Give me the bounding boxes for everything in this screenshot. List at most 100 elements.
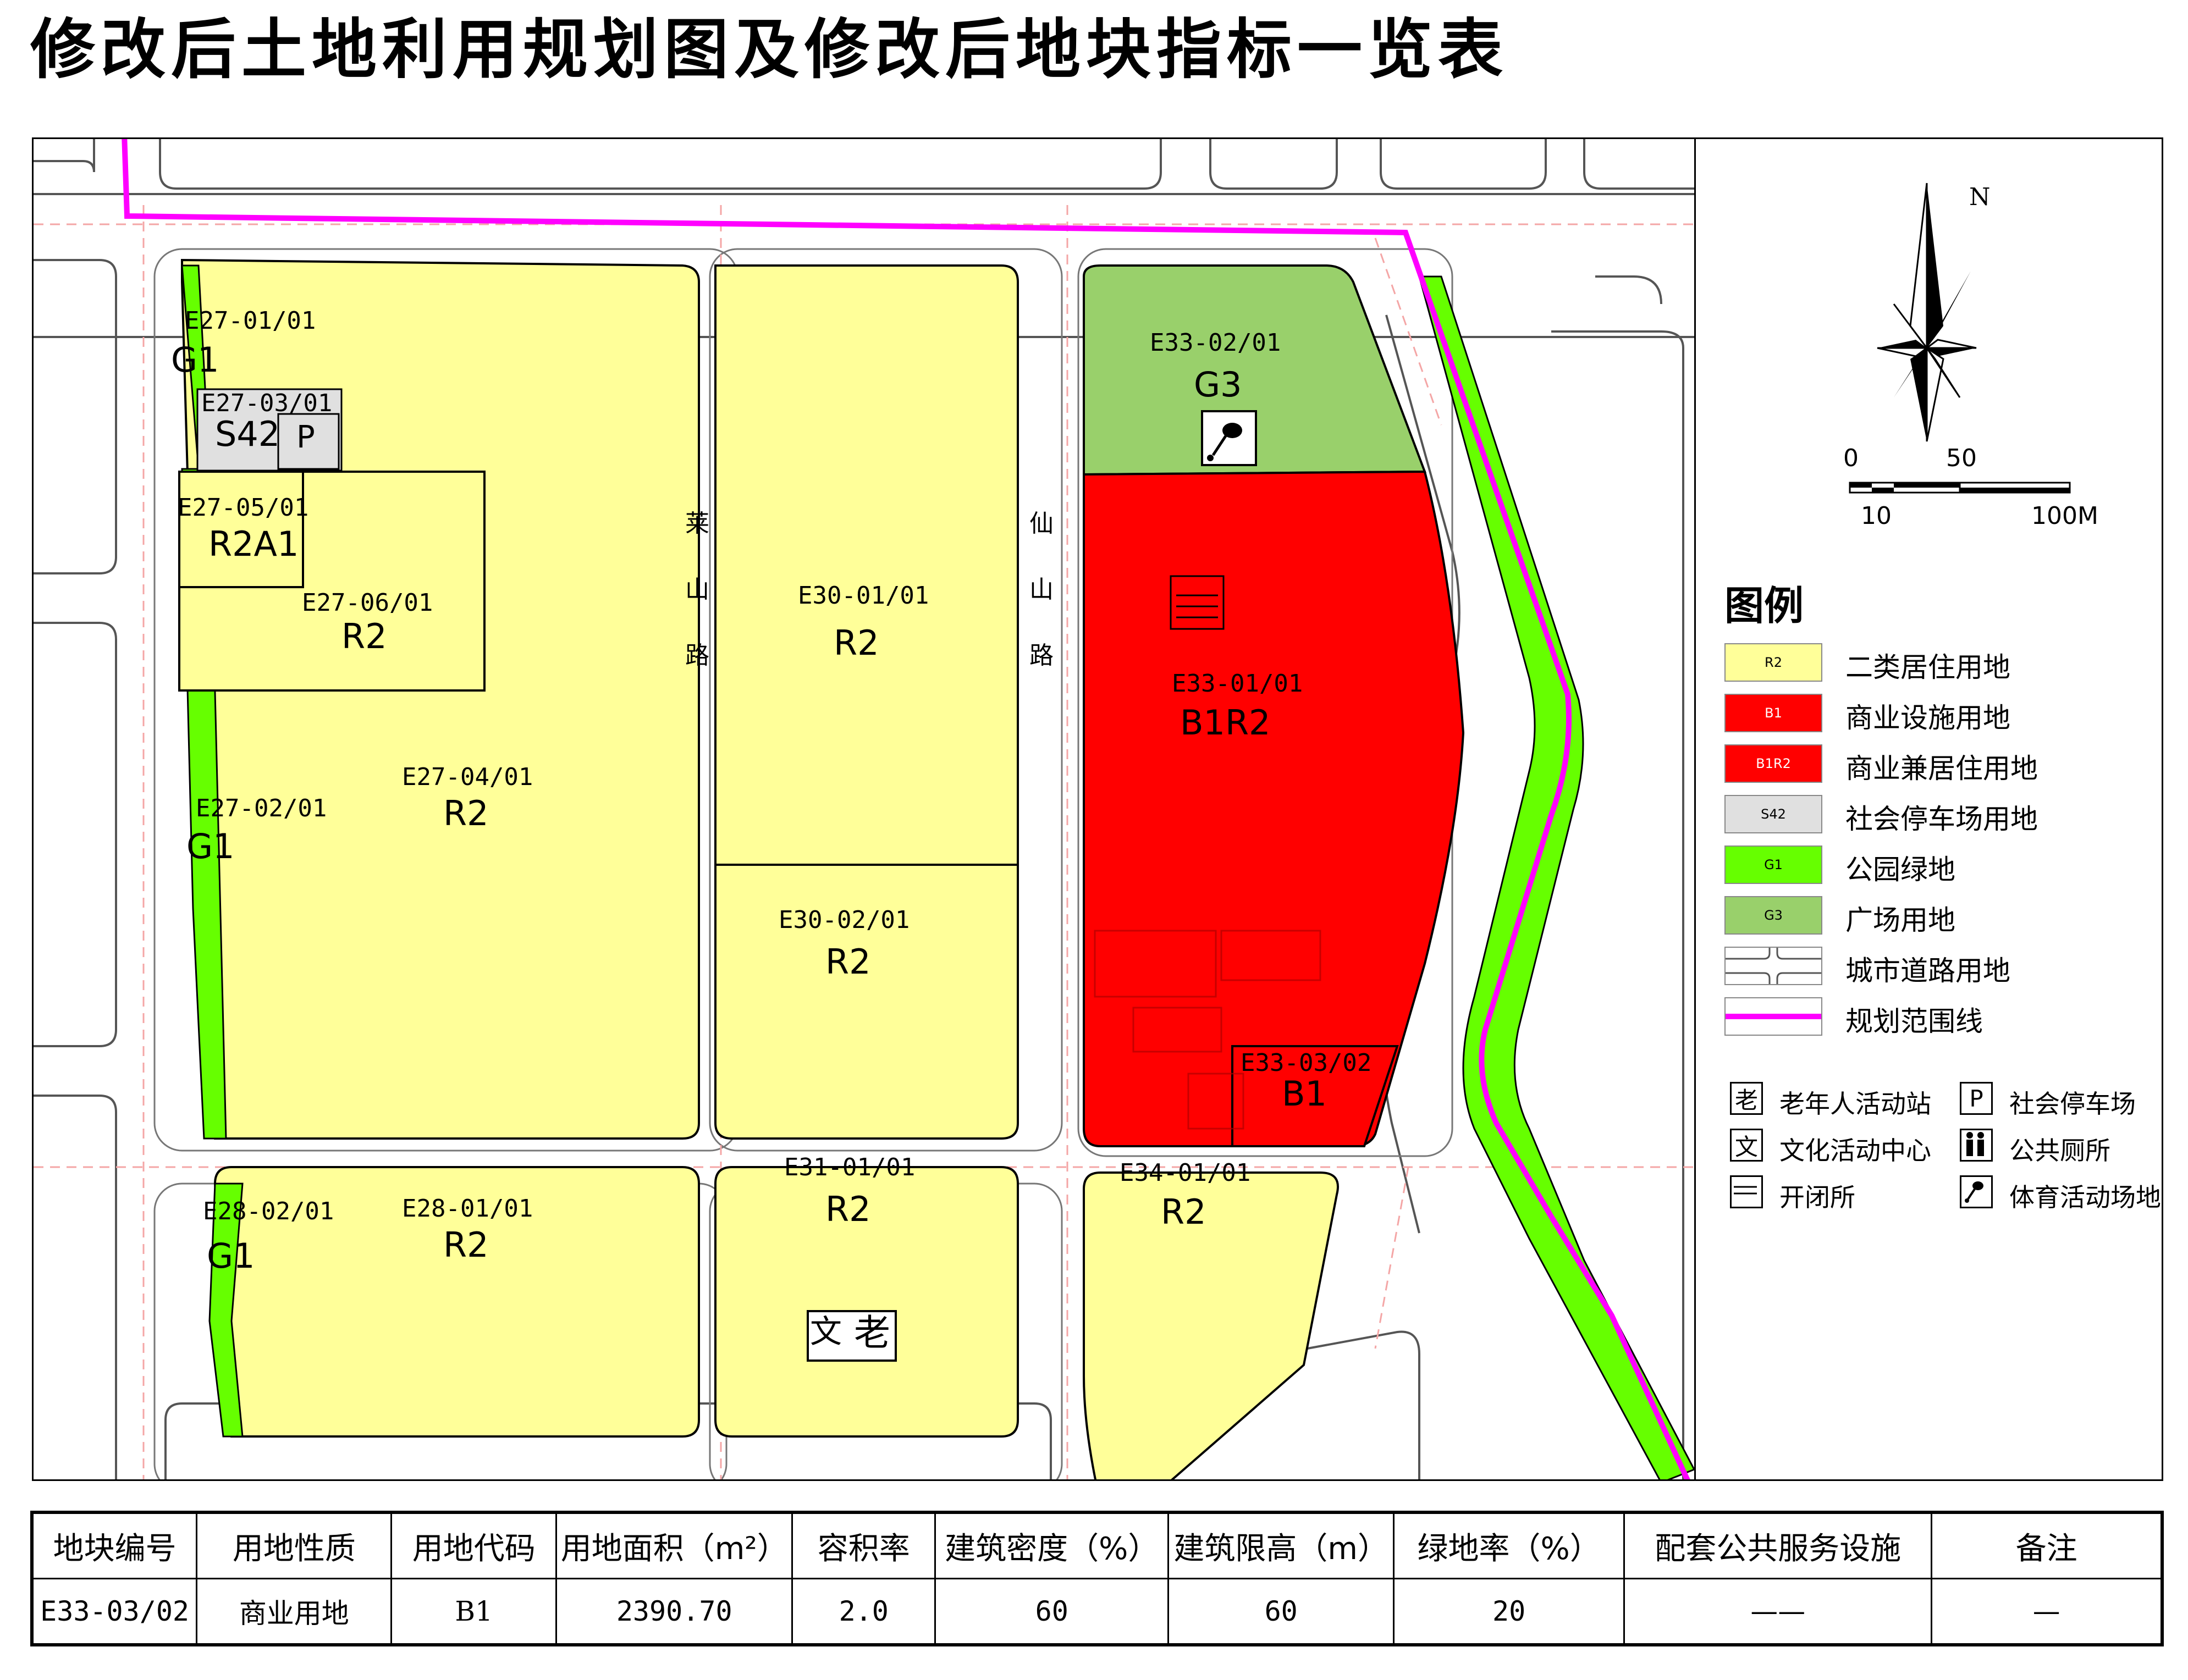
table-cell: B1 xyxy=(390,1578,557,1646)
table-header: 容积率 xyxy=(791,1511,936,1579)
table-cell: E33-03/02 xyxy=(31,1578,198,1646)
parcel-e30-02 xyxy=(714,864,1019,1140)
parcel-e27-03-s42 xyxy=(196,388,343,472)
table-cell: —— xyxy=(1623,1578,1933,1646)
scale-label: 0 xyxy=(1843,444,1859,472)
facility-label: 社会停车场 xyxy=(2009,1089,2136,1119)
restroom-icon xyxy=(1960,1129,1993,1162)
table-header: 建筑密度（%） xyxy=(934,1511,1170,1579)
parcel-id-label: E33-02/01 xyxy=(1150,329,1281,357)
page-title: 修改后土地利用规划图及修改后地块指标一览表 xyxy=(30,12,1509,87)
parcel-e27-05 xyxy=(178,471,304,588)
table-header-row: 地块编号 用地性质 用地代码 用地面积（m²） 容积率 建筑密度（%） 建筑限高… xyxy=(31,1511,2163,1579)
parcel-code-label: G1 xyxy=(186,826,235,866)
parcel-e33-03-b1 xyxy=(1231,1045,1399,1147)
parcel-e31-01 xyxy=(714,1166,1019,1438)
parcel-id-label: E30-02/01 xyxy=(779,906,910,934)
table-cell: 20 xyxy=(1392,1578,1625,1646)
table-header: 备注 xyxy=(1931,1511,2163,1579)
parking-icon: P xyxy=(296,419,315,455)
parcel-code-label: R2A1 xyxy=(208,524,299,564)
sports-field-icon xyxy=(1201,410,1257,466)
parcel-id-label: E27-02/01 xyxy=(196,794,327,822)
parcel-e33-02-g3 xyxy=(1083,264,1426,476)
parcel-code-label: B1 xyxy=(1282,1074,1327,1114)
table-cell: 2.0 xyxy=(791,1578,936,1646)
legend-label: 规划范围线 xyxy=(1845,1005,1983,1037)
parcel-id-label: E28-01/01 xyxy=(402,1195,533,1223)
parcel-id-label: E34-01/01 xyxy=(1120,1159,1251,1187)
facility-label: 文化活动中心 xyxy=(1779,1136,1931,1165)
parcel-id-label: E27-01/01 xyxy=(185,307,316,335)
legend-panel: N 0 50 10 100M 图例 R2 二类居住用地 B1 商业设施用地 B1… xyxy=(1694,139,2162,1479)
parcel-g1-strip-3 xyxy=(208,1182,244,1438)
legend-label: 社会停车场用地 xyxy=(1845,803,2038,835)
parcel-code-label: G1 xyxy=(207,1236,255,1276)
table-header: 用地面积（m²） xyxy=(555,1511,793,1579)
legend-swatch: B1 xyxy=(1724,694,1822,732)
road-name-xianshan: 仙山路 xyxy=(1029,510,1054,670)
table-cell: 60 xyxy=(934,1578,1170,1646)
table-header: 用地性质 xyxy=(196,1511,393,1579)
parcel-e30-01 xyxy=(714,264,1019,866)
parcel-id-label: E33-03/02 xyxy=(1241,1049,1372,1077)
parcel-id-label: E27-03/01 xyxy=(201,389,333,417)
table-row: E33-03/02 商业用地 B1 2390.70 2.0 60 60 20 —… xyxy=(31,1578,2163,1646)
culture-center-icon: 文 xyxy=(810,1313,842,1350)
facility-label: 老年人活动站 xyxy=(1779,1089,1931,1119)
facility-label: 公共厕所 xyxy=(2009,1136,2110,1165)
switching-station-icon xyxy=(1170,575,1225,630)
parcel-id-label: E33-01/01 xyxy=(1172,670,1303,698)
parcel-e28-01 xyxy=(213,1166,700,1438)
road-name-laishan: 莱山路 xyxy=(685,510,709,670)
scale-bar xyxy=(1849,482,2071,494)
planning-boundary xyxy=(122,139,1690,1479)
parcel-code-label: R2 xyxy=(341,616,387,656)
table-cell: — xyxy=(1931,1578,2163,1646)
table-header: 用地代码 xyxy=(390,1511,557,1579)
senior-center-icon: 老 xyxy=(854,1312,890,1354)
table-cell: 2390.70 xyxy=(555,1578,793,1646)
parcel-code-label: G1 xyxy=(171,340,219,380)
land-use-map: E27-01/01 G1 E27-03/01 S42 P E27-05/01 R… xyxy=(32,137,2163,1481)
parcel-code-label: G3 xyxy=(1194,364,1242,405)
parcel-code-label: R2 xyxy=(443,1225,489,1265)
parking-icon: P xyxy=(1960,1082,1993,1115)
parcel-code-label: R2 xyxy=(443,793,489,833)
table-cell: 商业用地 xyxy=(196,1578,393,1646)
legend-swatch: S42 xyxy=(1724,795,1822,833)
culture-center-icon: 文 xyxy=(1730,1129,1763,1162)
scale-label: 100M xyxy=(2031,502,2098,530)
parcel-code-label: R2 xyxy=(1161,1192,1206,1232)
parcel-code-label: B1R2 xyxy=(1180,703,1271,743)
parcel-code-label: S42 xyxy=(215,414,280,454)
table-header: 地块编号 xyxy=(31,1511,198,1579)
legend-swatch: G1 xyxy=(1724,845,1822,884)
scale-label: 50 xyxy=(1946,444,1977,472)
legend-swatch: B1R2 xyxy=(1724,744,1822,783)
table-cell: 60 xyxy=(1167,1578,1395,1646)
parcel-id-label: E28-02/01 xyxy=(203,1197,334,1225)
boundary-legend-swatch xyxy=(1724,997,1822,1036)
legend-label: 二类居住用地 xyxy=(1845,651,2010,683)
parcel-code-label: R2 xyxy=(825,942,871,982)
sports-field-icon xyxy=(1960,1175,1993,1208)
legend-swatch: G3 xyxy=(1724,896,1822,935)
table-header: 绿地率（%） xyxy=(1392,1511,1625,1579)
scale-label: 10 xyxy=(1861,502,1892,530)
facility-label: 开闭所 xyxy=(1779,1182,1855,1212)
parcel-id-label: E30-01/01 xyxy=(798,582,929,610)
parcel-e34-01 xyxy=(1083,1171,1339,1479)
parcel-code-label: R2 xyxy=(825,1189,871,1229)
parcel-code-label: R2 xyxy=(834,623,879,663)
table-header: 建筑限高（m） xyxy=(1167,1511,1395,1579)
road-legend-swatch xyxy=(1724,947,1822,985)
parcel-id-label: E31-01/01 xyxy=(784,1153,916,1181)
parcel-index-table: 地块编号 用地性质 用地代码 用地面积（m²） 容积率 建筑密度（%） 建筑限高… xyxy=(30,1511,2164,1646)
legend-label: 城市道路用地 xyxy=(1845,955,2010,987)
switching-station-icon xyxy=(1730,1175,1763,1208)
north-label: N xyxy=(1969,183,1991,211)
parcel-id-label: E27-06/01 xyxy=(302,589,433,617)
parcel-id-label: E27-05/01 xyxy=(178,494,309,522)
legend-swatch: R2 xyxy=(1724,643,1822,682)
